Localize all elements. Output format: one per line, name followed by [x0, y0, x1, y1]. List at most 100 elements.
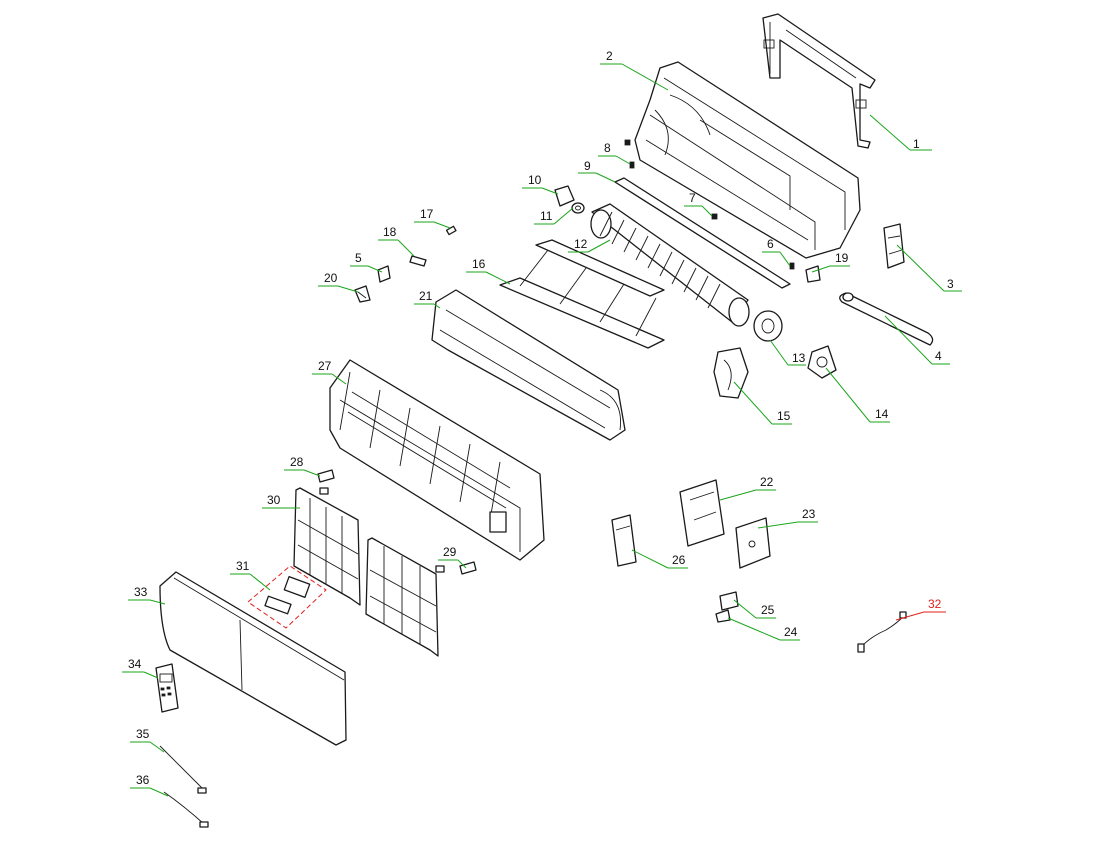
- leader-line-23: [757, 521, 799, 529]
- leader-line-4: [884, 315, 933, 365]
- louver-assembly-drawing: [499, 239, 665, 349]
- front-panel-drawing: [159, 571, 347, 746]
- leader-line-33: [149, 599, 166, 605]
- leader-line-12: [587, 239, 611, 253]
- electric-cover-drawing: [735, 517, 771, 569]
- part-label-1: 1: [913, 137, 920, 151]
- leader-line-8: [615, 155, 631, 165]
- leader-line-25: [733, 599, 757, 619]
- display-module-drawing: [247, 565, 327, 629]
- electric-box-drawing: [679, 479, 725, 547]
- leader-line-15: [733, 381, 773, 425]
- part-label-35: 35: [136, 727, 150, 741]
- part-label-31: 31: [236, 559, 250, 573]
- leader-line-3: [896, 244, 945, 292]
- part-number-labels: 1234567891011121314151617181920212223242…: [128, 49, 954, 787]
- leader-line-21: [433, 303, 441, 309]
- leader-line-6: [779, 251, 791, 267]
- leader-line-10: [541, 187, 559, 195]
- part-label-25: 25: [761, 603, 775, 617]
- leader-line-27: [331, 373, 347, 385]
- leader-line-36: [149, 787, 169, 797]
- part-label-18: 18: [383, 225, 397, 239]
- leader-line-17: [433, 221, 451, 229]
- part-label-13: 13: [792, 351, 806, 365]
- part-label-34: 34: [128, 657, 142, 671]
- part-label-27: 27: [318, 359, 332, 373]
- clip-19-drawing: [805, 265, 821, 283]
- rear-chassis-drawing: [634, 61, 861, 259]
- clip-28-29-drawing: [317, 469, 477, 575]
- display-board-drawing: [611, 514, 637, 567]
- bearing-drawing: [554, 185, 585, 214]
- leader-line-9: [595, 172, 616, 183]
- leader-line-13: [769, 339, 789, 366]
- leader-line-1: [869, 114, 911, 151]
- evaporator-drawing: [431, 289, 626, 441]
- swing-rod-drawing: [614, 177, 791, 289]
- part-label-19: 19: [835, 251, 849, 265]
- power-cord-drawing: [857, 611, 907, 653]
- part-label-32: 32: [928, 597, 942, 611]
- leader-line-31: [249, 573, 271, 591]
- front-grille-body-drawing: [329, 359, 545, 561]
- part-label-5: 5: [355, 251, 362, 265]
- leader-line-35: [149, 741, 165, 753]
- part-label-21: 21: [419, 289, 433, 303]
- sensor-cables-drawing: [159, 745, 209, 828]
- leader-line-24: [727, 617, 781, 641]
- small-clip-parts-drawing: [354, 225, 457, 303]
- leader-line-29: [457, 559, 467, 569]
- leader-line-32: [895, 611, 925, 621]
- part-label-11: 11: [540, 209, 553, 223]
- leader-line-5: [367, 265, 383, 273]
- wall-mounting-plate-drawing: [762, 13, 876, 149]
- part-label-16: 16: [472, 257, 486, 271]
- part-label-24: 24: [784, 625, 798, 639]
- terminal-block-drawing: [715, 591, 739, 623]
- part-label-6: 6: [767, 237, 774, 251]
- leader-line-22: [719, 489, 757, 501]
- part-label-14: 14: [875, 407, 889, 421]
- leader-line-18: [397, 239, 415, 257]
- leader-line-2: [621, 63, 669, 91]
- part-label-36: 36: [136, 773, 150, 787]
- leader-line-11: [553, 207, 574, 225]
- part-label-22: 22: [760, 475, 774, 489]
- air-filters-drawing: [293, 487, 439, 657]
- motor-cover-drawing: [713, 347, 749, 399]
- screws-drawing: [624, 139, 795, 270]
- part-label-23: 23: [802, 507, 816, 521]
- part-label-20: 20: [324, 271, 338, 285]
- part-label-2: 2: [606, 49, 613, 63]
- part-label-17: 17: [420, 207, 434, 221]
- part-label-3: 3: [947, 277, 954, 291]
- leader-line-16: [485, 271, 511, 285]
- part-label-33: 33: [134, 585, 148, 599]
- part-label-28: 28: [290, 455, 304, 469]
- leader-line-14: [825, 367, 871, 423]
- part-label-8: 8: [604, 141, 611, 155]
- fan-motor-drawing: [753, 310, 783, 342]
- leader-lines: [122, 63, 962, 797]
- part-label-15: 15: [777, 409, 791, 423]
- part-label-10: 10: [528, 173, 542, 187]
- leader-line-19: [811, 265, 831, 273]
- motor-bracket-drawing: [807, 345, 837, 379]
- leader-line-20: [337, 285, 359, 293]
- remote-control-drawing: [155, 663, 179, 713]
- part-label-12: 12: [574, 237, 588, 251]
- leader-line-7: [701, 205, 713, 217]
- part-label-29: 29: [443, 545, 457, 559]
- part-label-7: 7: [689, 191, 696, 205]
- side-bracket-drawing: [883, 223, 905, 269]
- leader-line-34: [143, 671, 159, 679]
- leader-line-26: [631, 549, 669, 569]
- part-label-26: 26: [672, 553, 686, 567]
- part-label-4: 4: [935, 349, 942, 363]
- part-label-30: 30: [267, 493, 281, 507]
- part-label-9: 9: [584, 159, 591, 173]
- leader-line-28: [303, 469, 321, 477]
- drain-hose-drawing: [839, 292, 934, 346]
